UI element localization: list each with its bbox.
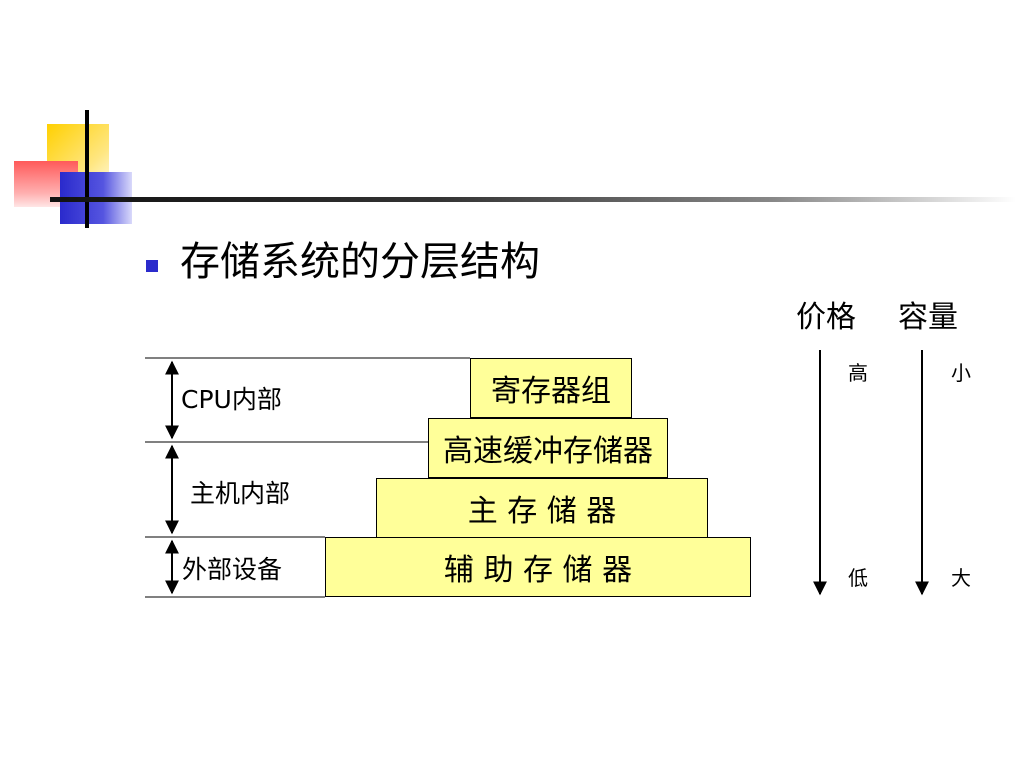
host-internal-label: 主机内部 bbox=[190, 479, 291, 508]
price-low-label: 低 bbox=[848, 566, 868, 590]
capacity-large-label: 大 bbox=[951, 566, 971, 590]
cpu-internal-label: CPU内部 bbox=[181, 385, 282, 414]
logo-vertical-line bbox=[85, 110, 89, 228]
layer-cache: 高速缓冲存储器 bbox=[428, 418, 668, 478]
layer-registers: 寄存器组 bbox=[470, 358, 632, 418]
title-divider-line bbox=[50, 197, 1016, 202]
price-high-label: 高 bbox=[848, 361, 868, 385]
layer-auxiliary: 辅 助 存 储 器 bbox=[325, 537, 751, 597]
capacity-small-label: 小 bbox=[951, 361, 971, 385]
layer-main-memory: 主 存 储 器 bbox=[376, 478, 708, 538]
slide-title: 存储系统的分层结构 bbox=[180, 239, 540, 285]
external-device-label: 外部设备 bbox=[182, 555, 283, 584]
price-header: 价格 bbox=[796, 300, 856, 335]
bullet-icon bbox=[146, 260, 158, 272]
capacity-header: 容量 bbox=[898, 300, 958, 335]
